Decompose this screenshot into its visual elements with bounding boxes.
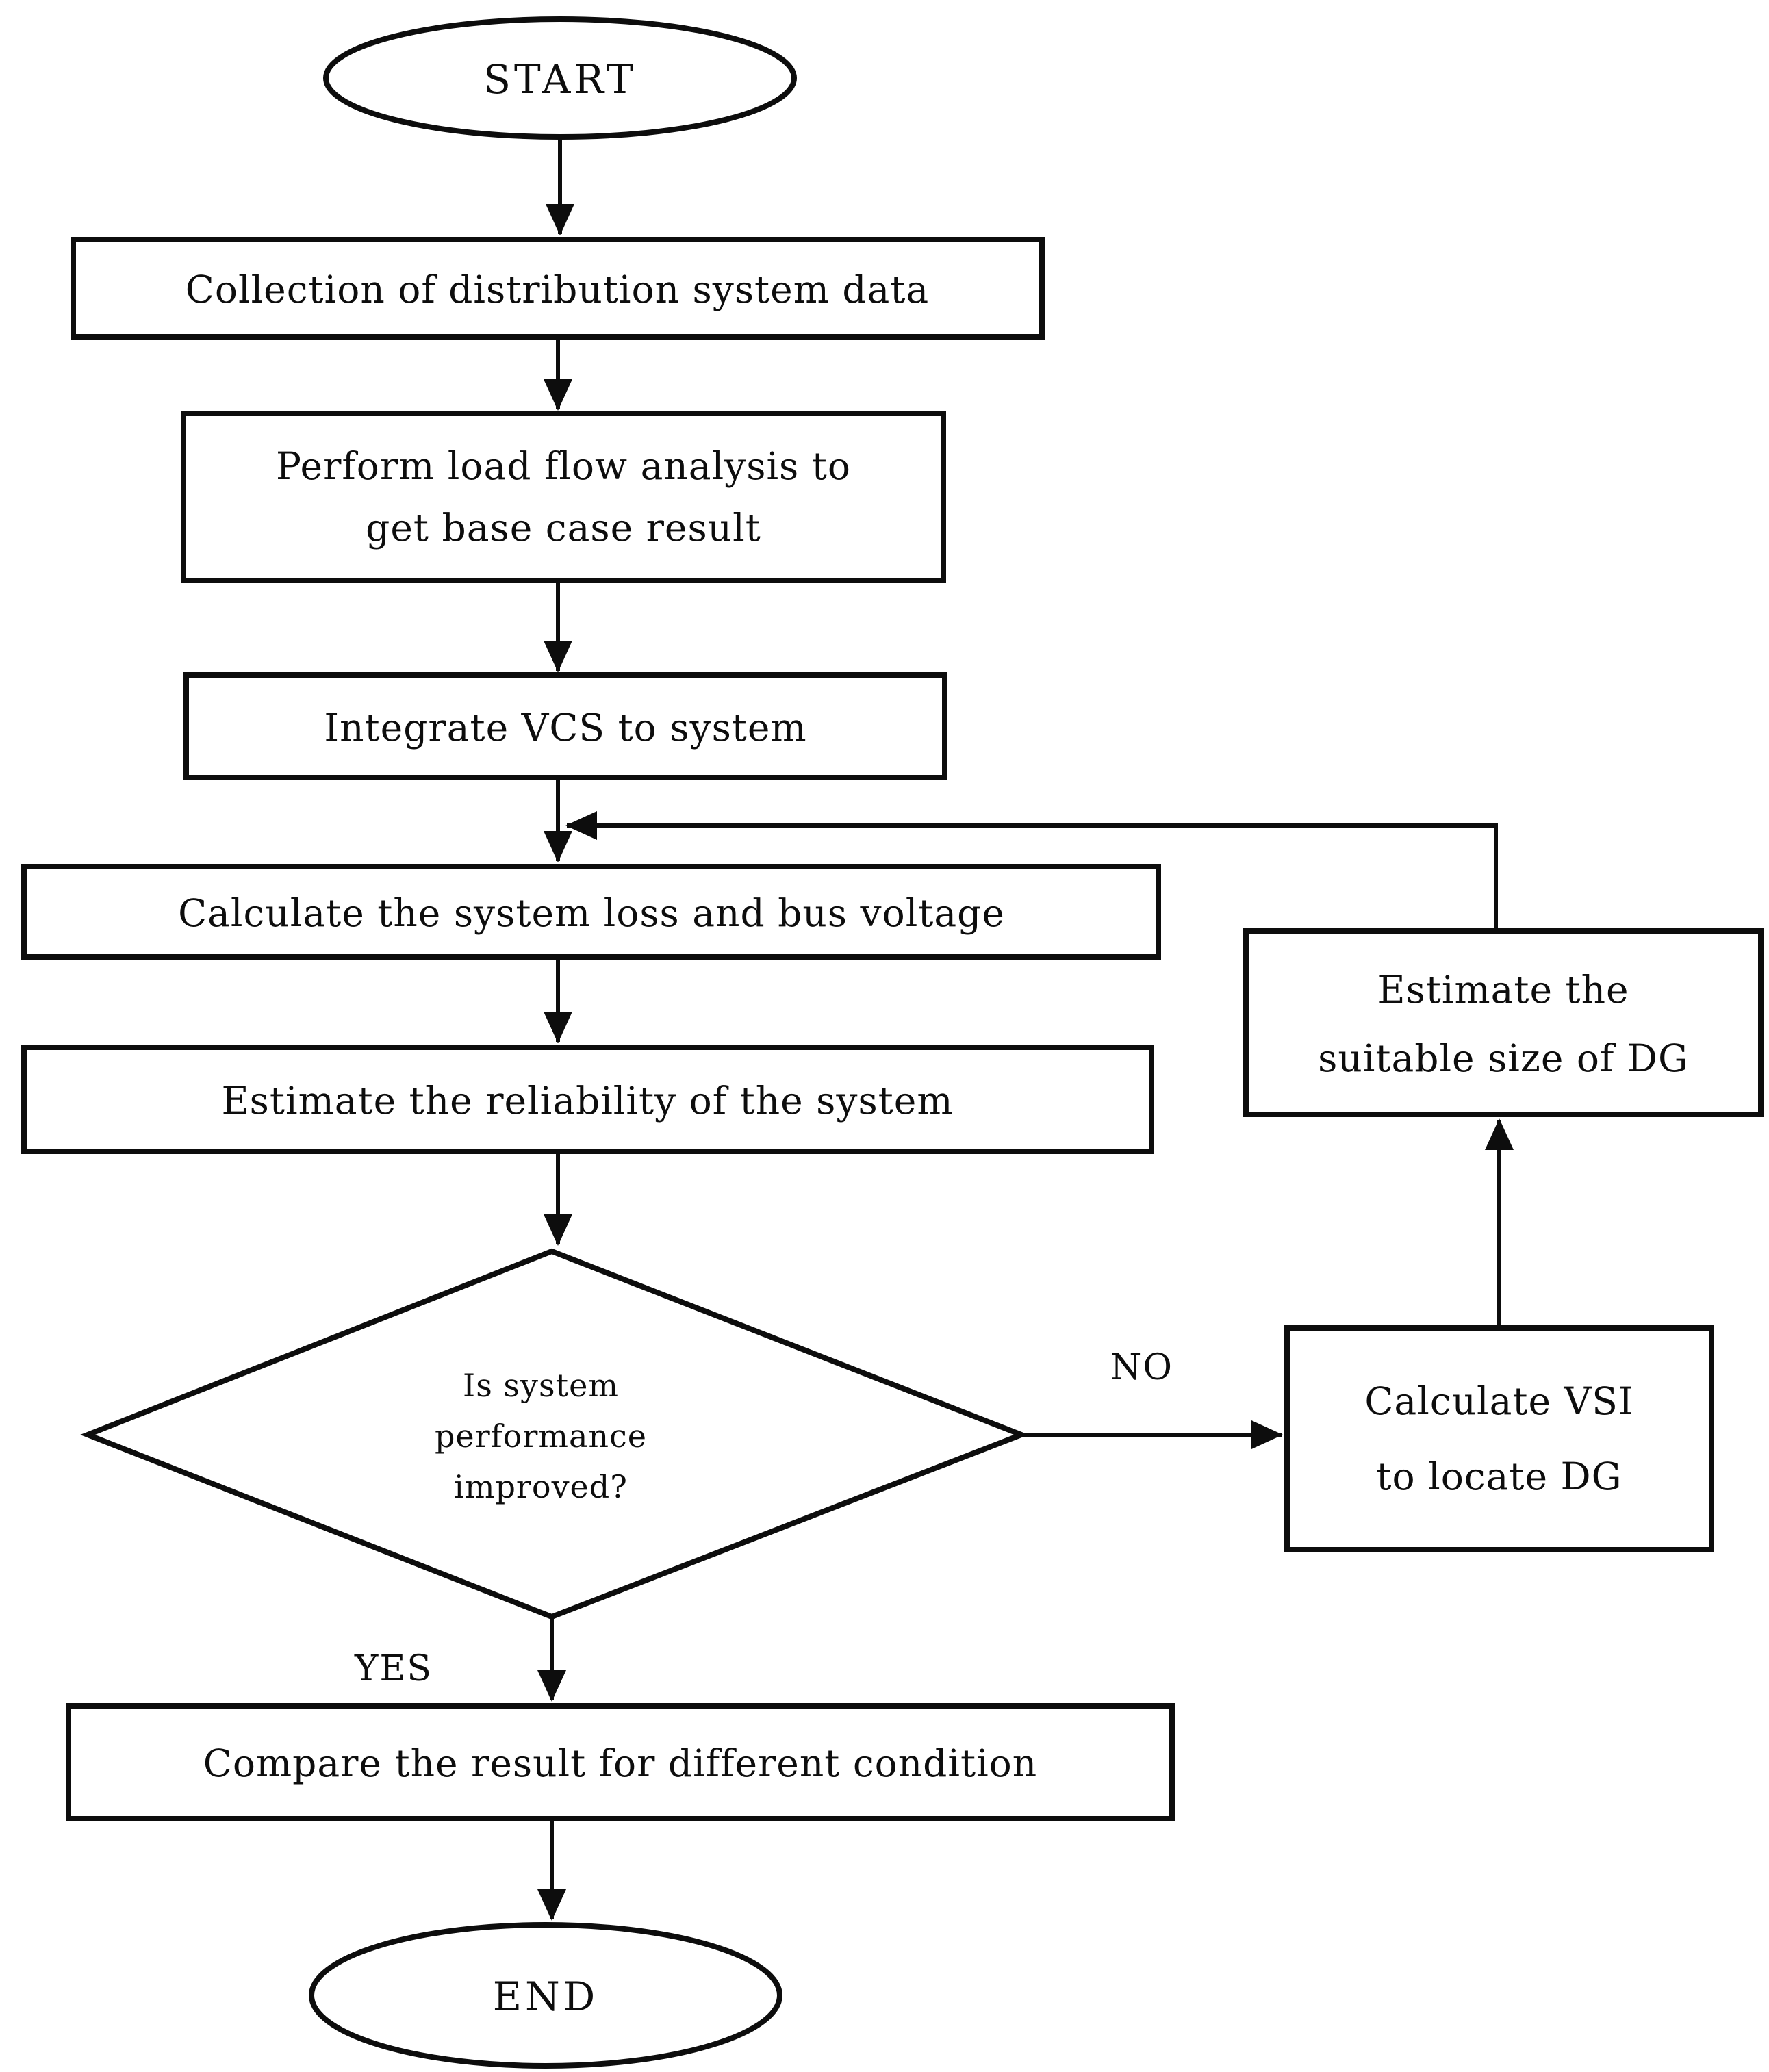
decision-label-line3: improved? [454, 1468, 628, 1505]
node-integrate-vcs: Integrate VCS to system [183, 672, 947, 780]
start-label: START [483, 56, 636, 103]
node-dg-size: Estimate the suitable size of DG [1243, 928, 1764, 1117]
edge-feedback-dgsize-to-mainline [565, 811, 1498, 931]
load-flow-process-shape [181, 411, 946, 583]
integrate-vcs-process-shape [183, 672, 947, 780]
node-start: START [323, 16, 797, 140]
load-flow-label-line2: get base case result [366, 506, 761, 550]
node-compare: Compare the result for different conditi… [66, 1703, 1175, 1821]
dg-size-label-line2: suitable size of DG [1318, 1036, 1689, 1080]
reliability-process-shape [21, 1045, 1154, 1154]
node-calc-vsi: Calculate VSI to locate DG [1284, 1325, 1714, 1552]
collect-label: Collection of distribution system data [186, 268, 929, 311]
decision-diamond-shape [80, 1248, 1030, 1620]
compare-label: Compare the result for different conditi… [203, 1741, 1037, 1785]
end-terminator-shape [309, 1922, 782, 2069]
node-calc-loss: Calculate the system loss and bus voltag… [21, 864, 1161, 960]
calc-loss-label: Calculate the system loss and bus voltag… [178, 891, 1005, 935]
dg-size-process-shape [1243, 928, 1764, 1117]
node-end: END [309, 1922, 782, 2069]
calc-vsi-process-shape [1284, 1325, 1714, 1552]
calc-vsi-label-line2: to locate DG [1376, 1455, 1622, 1498]
node-collect-data: Collection of distribution system data [71, 237, 1045, 340]
reliability-label: Estimate the reliability of the system [222, 1079, 954, 1123]
collect-process-shape [71, 237, 1045, 340]
decision-label-line2: performance [435, 1418, 647, 1455]
start-terminator-shape [323, 16, 797, 140]
integrate-vcs-label: Integrate VCS to system [324, 706, 806, 750]
compare-process-shape [66, 1703, 1175, 1821]
calc-vsi-label-line1: Calculate VSI [1364, 1379, 1633, 1423]
calc-loss-process-shape [21, 864, 1161, 960]
edges [537, 137, 1514, 1921]
dg-size-label-line1: Estimate the [1377, 968, 1629, 1012]
no-branch-label: NO [1110, 1347, 1173, 1388]
load-flow-label-line1: Perform load flow analysis to [276, 444, 851, 488]
decision-label-line1: Is system [463, 1367, 619, 1404]
end-label: END [493, 1973, 599, 2020]
node-load-flow: Perform load flow analysis to get base c… [181, 411, 946, 583]
node-reliability: Estimate the reliability of the system [21, 1045, 1154, 1154]
node-decision: Is system performance improved? [80, 1248, 1030, 1620]
yes-branch-label: YES [354, 1648, 433, 1689]
